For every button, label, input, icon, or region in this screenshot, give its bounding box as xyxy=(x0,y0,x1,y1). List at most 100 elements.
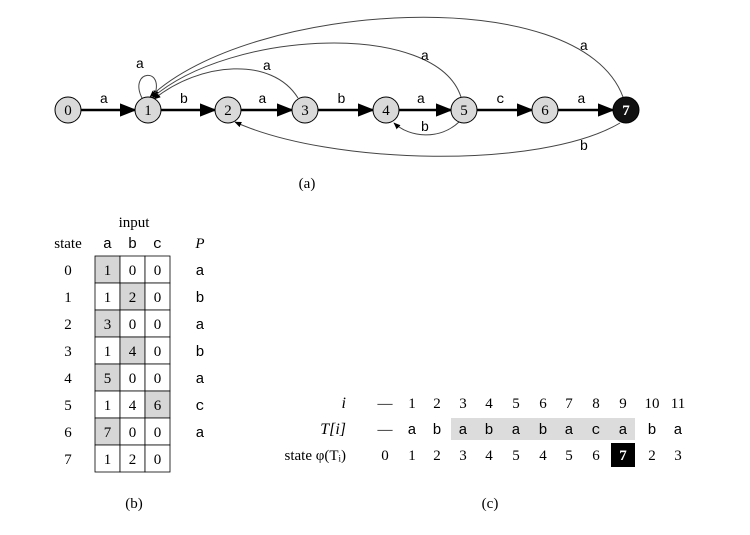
edge-label-6-7: a xyxy=(577,92,585,108)
state-node-6 xyxy=(531,96,559,124)
trace-state: 2 xyxy=(648,448,656,464)
edge-label-5-6: c xyxy=(496,92,504,108)
table-cell: 0 xyxy=(129,317,137,333)
table-cell: 3 xyxy=(104,317,112,333)
trace-t: b xyxy=(538,422,547,439)
trace-t: b xyxy=(432,422,441,439)
caption-b: (b) xyxy=(125,496,143,512)
edge-label-7-2: b xyxy=(580,139,588,155)
trace-t: a xyxy=(564,422,573,439)
table-p-1: b xyxy=(195,290,204,307)
state-label-1: 1 xyxy=(144,103,152,119)
table-cell-bg xyxy=(94,309,121,338)
table-cell: 6 xyxy=(154,398,162,414)
edge-label-5-1: a xyxy=(421,49,429,65)
table-cell: 0 xyxy=(154,317,162,333)
trace-state: 4 xyxy=(539,448,547,464)
trace-i: 7 xyxy=(565,396,573,412)
trace-i: 1 xyxy=(408,396,416,412)
table-cell: 0 xyxy=(154,263,162,279)
table-cell: 0 xyxy=(154,344,162,360)
edge-3-1 xyxy=(153,68,299,100)
state-node-1 xyxy=(134,96,162,124)
table-p-2: a xyxy=(195,317,204,334)
state-label-3: 3 xyxy=(301,103,309,119)
table-cell-bg xyxy=(119,282,146,311)
trace-label-i: i xyxy=(342,395,346,412)
trace-i: 10 xyxy=(645,396,660,412)
table-cell-bg xyxy=(94,417,121,446)
edge-1-1 xyxy=(138,74,159,99)
edge-label-1-1: a xyxy=(136,57,144,73)
state-node-5 xyxy=(450,96,478,124)
trace-state: 0 xyxy=(381,448,389,464)
trace-state: 7 xyxy=(619,448,627,464)
trace-i: 3 xyxy=(459,396,467,412)
table-cell: 0 xyxy=(129,425,137,441)
table-p-header: P xyxy=(194,236,204,252)
table-cell: 1 xyxy=(104,290,112,306)
caption-c: (c) xyxy=(482,496,499,512)
table-cell-bg xyxy=(119,417,146,446)
trace-i: 8 xyxy=(592,396,600,412)
table-p-5: c xyxy=(195,398,204,415)
trace-highlight-band xyxy=(451,418,635,440)
edge-7-1 xyxy=(149,16,624,98)
edge-label-5-4: b xyxy=(421,120,429,136)
table-cell-bg xyxy=(144,390,171,419)
state-node-7 xyxy=(612,96,640,124)
transition-edges xyxy=(81,16,624,157)
table-state-0: 0 xyxy=(64,263,72,279)
table-p-3: b xyxy=(195,344,204,361)
state-label-7: 7 xyxy=(622,103,630,119)
trace-state: 5 xyxy=(565,448,573,464)
table-cell: 0 xyxy=(154,452,162,468)
table-cell-bg xyxy=(119,255,146,284)
table-cell: 4 xyxy=(129,398,137,414)
table-input-header: input xyxy=(119,215,151,231)
edge-5-1 xyxy=(151,42,462,99)
edge-label-4-5: a xyxy=(417,92,425,108)
trace-i: 4 xyxy=(485,396,493,412)
trace-i: 11 xyxy=(671,396,685,412)
state-node-3 xyxy=(291,96,319,124)
table-p-4: a xyxy=(195,371,204,388)
table-cell: 5 xyxy=(104,371,112,387)
state-label-6: 6 xyxy=(541,103,549,119)
trace-t: a xyxy=(618,422,627,439)
state-label-5: 5 xyxy=(460,103,468,119)
table-p-6: a xyxy=(195,425,204,442)
matching-trace: i T[i] state φ(Tᵢ) ——01a12b23a34b45a56b4… xyxy=(284,395,685,512)
edge-label-2-3: a xyxy=(258,92,266,108)
table-p-0: a xyxy=(195,263,204,280)
edge-label-0-1: a xyxy=(100,92,108,108)
table-state-5: 5 xyxy=(64,398,72,414)
table-cell-bg xyxy=(94,255,121,284)
table-state-2: 2 xyxy=(64,317,72,333)
trace-state: 3 xyxy=(459,448,467,464)
table-cell: 0 xyxy=(154,371,162,387)
trace-state: 1 xyxy=(408,448,416,464)
trace-state: 4 xyxy=(485,448,493,464)
trace-t: — xyxy=(377,422,394,438)
trace-i: 6 xyxy=(539,396,547,412)
trace-i: 2 xyxy=(433,396,441,412)
edge-5-4 xyxy=(393,121,460,136)
table-symbol-a: a xyxy=(103,236,112,253)
table-cell-bg xyxy=(144,255,171,284)
edge-label-3-4: b xyxy=(337,92,345,108)
table-cell: 1 xyxy=(104,263,112,279)
table-cell-bg xyxy=(94,390,121,419)
table-cell-bg xyxy=(144,444,171,473)
table-cell: 1 xyxy=(104,398,112,414)
table-state-header: state xyxy=(54,236,82,252)
table-cell: 1 xyxy=(104,344,112,360)
